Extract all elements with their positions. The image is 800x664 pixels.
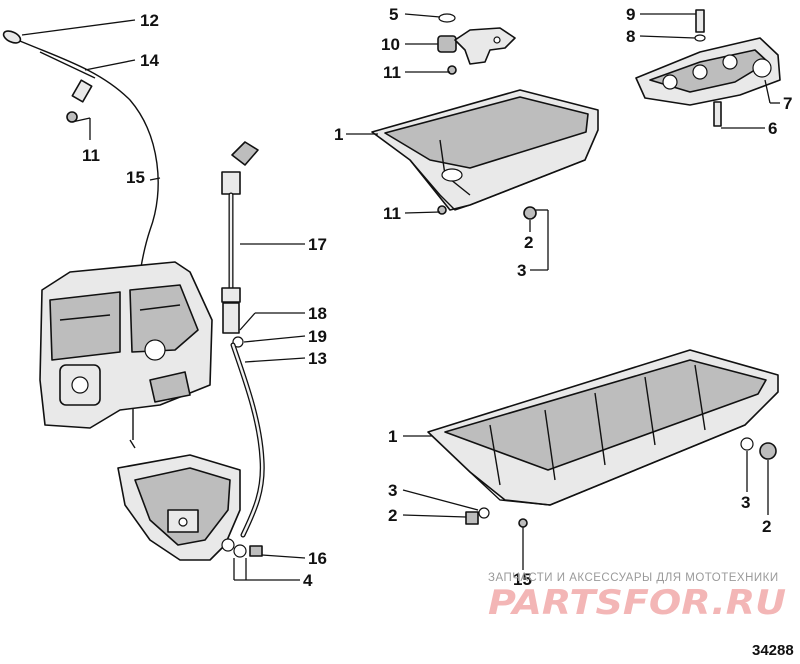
callout-4: 4 (303, 571, 313, 590)
fill-cap (231, 141, 259, 166)
dipstick-collar (39, 51, 96, 79)
callout-1-lower: 1 (388, 427, 397, 446)
callout-15-left: 15 (126, 168, 145, 187)
tube-clamp (221, 171, 241, 195)
o-ring-19 (232, 336, 244, 348)
lower-oil-pan (117, 454, 263, 561)
drain-plug-2b (465, 511, 479, 525)
seal-18 (221, 287, 241, 303)
oil-fill-tube-assembly (221, 141, 265, 538)
callout-3-lower: 3 (388, 481, 397, 500)
callout-2-lower: 2 (388, 506, 397, 525)
callout-14: 14 (140, 51, 159, 70)
fitting-16 (249, 545, 263, 557)
oil-pickup (437, 13, 516, 75)
callout-15-lower: 15 (513, 570, 532, 589)
oil-pump-assembly (635, 9, 781, 127)
callout-8: 8 (626, 27, 635, 46)
callout-2-right: 2 (762, 517, 771, 536)
watermark: ЗАПЧАСТИ И АКСЕССУАРЫ ДЛЯ МОТОТЕХНИКИ PA… (488, 572, 786, 623)
callout-11-pickup: 11 (383, 63, 401, 82)
bolt-15 (518, 518, 528, 528)
bolt-11-pickup (447, 65, 457, 75)
leader-lines (21, 13, 780, 581)
pin-9 (695, 9, 705, 33)
figure-number: 34288 (752, 642, 794, 659)
bolt-6 (713, 101, 722, 127)
callout-17: 17 (308, 235, 327, 254)
callout-10: 10 (381, 35, 400, 54)
dipstick-handle (2, 30, 22, 44)
callout-7: 7 (783, 94, 792, 113)
callout-18: 18 (308, 304, 327, 323)
drain-plug-2a (523, 206, 537, 220)
callout-13: 13 (308, 349, 327, 368)
callout-labels: 12 14 11 15 17 18 19 13 16 4 5 10 11 1 1… (82, 5, 792, 590)
callout-6: 6 (768, 119, 777, 138)
callout-12: 12 (140, 11, 159, 30)
bolt-11-pan (437, 205, 447, 215)
washer-3c (740, 437, 754, 451)
oil-pan-lower (427, 349, 779, 528)
callout-5: 5 (389, 5, 398, 24)
drain-plug-2c (759, 442, 777, 460)
callout-3-upper: 3 (517, 261, 526, 280)
oil-pan-upper (371, 89, 599, 220)
washer-8 (694, 34, 706, 42)
washer-3b (478, 507, 490, 519)
callout-16: 16 (308, 549, 327, 568)
o-ring-5 (438, 13, 456, 23)
bolt-11-left (66, 111, 78, 123)
watermark-text: ЗАПЧАСТИ И АКСЕССУАРЫ ДЛЯ МОТОТЕХНИКИ (488, 572, 779, 584)
callout-9: 9 (626, 5, 635, 24)
watermark-logo: PARTSFOR.RU (488, 583, 786, 623)
callout-2-upper: 2 (524, 233, 533, 252)
callout-11-pan: 11 (383, 204, 401, 223)
tube-bracket (71, 79, 93, 103)
washer-4b (233, 544, 247, 558)
washer-4a (221, 538, 235, 552)
adapter (222, 302, 240, 334)
engine-block (39, 261, 213, 429)
callout-1-upper: 1 (334, 125, 343, 144)
callout-11-left: 11 (82, 146, 100, 165)
callout-3-right: 3 (741, 493, 750, 512)
callout-19: 19 (308, 327, 327, 346)
